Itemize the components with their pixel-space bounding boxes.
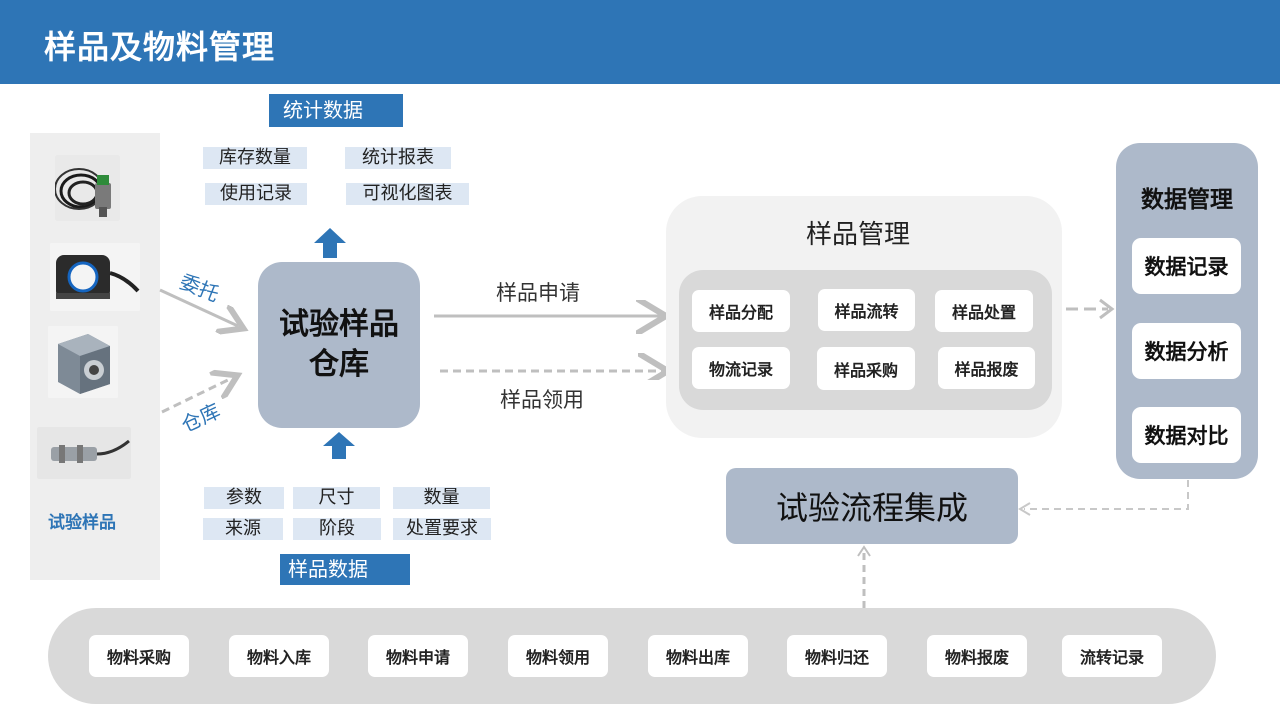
return-arrow bbox=[1018, 480, 1189, 516]
material-inbound-button[interactable]: 物料入库 bbox=[229, 635, 329, 677]
material-scrap-button[interactable]: 物料报废 bbox=[927, 635, 1027, 677]
up-arrow-icon bbox=[323, 432, 355, 459]
sample-data-chip: 阶段 bbox=[293, 518, 381, 540]
middle-arrows bbox=[434, 300, 670, 380]
sample-scrap-button[interactable]: 样品报废 bbox=[938, 347, 1035, 389]
transfer-record-button[interactable]: 流转记录 bbox=[1062, 635, 1162, 677]
data-compare-button[interactable]: 数据对比 bbox=[1132, 407, 1241, 463]
material-up-arrow bbox=[857, 545, 871, 608]
material-outbound-button[interactable]: 物料出库 bbox=[648, 635, 748, 677]
stat-chip: 库存数量 bbox=[203, 147, 307, 169]
accelerometer-cube-image bbox=[48, 326, 118, 398]
apply-label: 样品申请 bbox=[496, 281, 580, 305]
material-return-button[interactable]: 物料归还 bbox=[787, 635, 887, 677]
sample-warehouse-box: 试验样品仓库 bbox=[258, 262, 420, 428]
data-analysis-button[interactable]: 数据分析 bbox=[1132, 323, 1241, 379]
current-clamp-sensor-image bbox=[50, 243, 140, 311]
material-bar bbox=[48, 608, 1216, 704]
receive-label: 样品领用 bbox=[500, 388, 584, 412]
data-record-button[interactable]: 数据记录 bbox=[1132, 238, 1241, 294]
sample-transfer-button[interactable]: 样品流转 bbox=[818, 289, 915, 331]
sample-caption: 试验样品 bbox=[48, 513, 116, 533]
sample-purchase-button[interactable]: 样品采购 bbox=[817, 347, 915, 390]
left-arrows bbox=[159, 288, 260, 414]
material-receive-button[interactable]: 物料领用 bbox=[508, 635, 608, 677]
entrust-arrow bbox=[159, 288, 238, 326]
material-apply-button[interactable]: 物料申请 bbox=[368, 635, 468, 677]
sample-data-chip: 数量 bbox=[393, 487, 490, 509]
proximity-probe-image bbox=[37, 427, 131, 479]
sample-data-tag: 样品数据 bbox=[280, 554, 410, 585]
page-title: 样品及物料管理 bbox=[44, 28, 276, 66]
sample-management-title: 样品管理 bbox=[805, 220, 910, 250]
sample-disposal-button[interactable]: 样品处置 bbox=[935, 290, 1033, 332]
logistics-record-button[interactable]: 物流记录 bbox=[692, 347, 790, 389]
to-data-arrow bbox=[1066, 298, 1115, 320]
statistics-tag: 统计数据 bbox=[269, 94, 403, 127]
stat-chip: 可视化图表 bbox=[346, 183, 469, 205]
stat-chip: 统计报表 bbox=[345, 147, 451, 169]
sample-data-chip: 参数 bbox=[204, 487, 284, 509]
sample-data-chip: 来源 bbox=[203, 518, 283, 540]
stat-chip: 使用记录 bbox=[205, 183, 307, 205]
sample-data-chip: 处置要求 bbox=[393, 518, 491, 540]
cable-sensor-image bbox=[55, 155, 120, 221]
data-management-title: 数据管理 bbox=[1141, 187, 1233, 213]
up-arrow-icon bbox=[314, 228, 346, 258]
material-purchase-button[interactable]: 物料采购 bbox=[89, 635, 189, 677]
sample-allocation-button[interactable]: 样品分配 bbox=[692, 290, 790, 332]
header-bar bbox=[0, 0, 1280, 84]
test-flow-integration-box: 试验流程集成 bbox=[726, 468, 1018, 544]
sample-data-chip: 尺寸 bbox=[293, 487, 380, 509]
